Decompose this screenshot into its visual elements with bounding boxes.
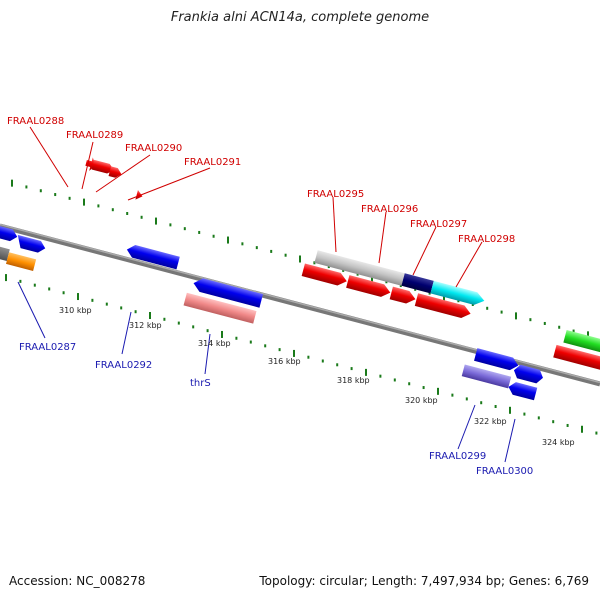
tick-label-310: 310 kbp <box>59 306 92 315</box>
tick-label-316: 316 kbp <box>268 357 301 366</box>
gene-fraal0300-arrow[interactable] <box>507 381 538 401</box>
gene-right-red-arrow[interactable] <box>553 344 600 373</box>
gene-fraal0289-arrow[interactable] <box>91 159 116 175</box>
label-fraal0299: FRAAL0299 <box>429 451 486 462</box>
tick-label-320: 320 kbp <box>405 396 438 405</box>
gene-fraal0298-arrow-2[interactable] <box>346 275 392 299</box>
outer-tick-marks <box>11 179 589 339</box>
tick-label-322: 322 kbp <box>474 417 507 426</box>
label-fraal0295: FRAAL0295 <box>307 189 364 200</box>
label-thrs: thrS <box>190 378 211 389</box>
label-fraal0300: FRAAL0300 <box>476 466 533 477</box>
gene-fraal0296-bar[interactable] <box>401 273 434 294</box>
gene-right-green-arrow[interactable] <box>563 329 600 357</box>
reverse-label-leaders <box>17 281 516 463</box>
gene-left-blue-arrow-2[interactable] <box>15 234 47 254</box>
label-fraal0296: FRAAL0296 <box>361 204 418 215</box>
topology-text: Topology: circular; Length: 7,497,934 bp… <box>259 574 589 588</box>
label-fraal0297: FRAAL0297 <box>410 219 467 230</box>
gene-fraal0298-arrow-1[interactable] <box>301 263 349 287</box>
gene-fraal0299-arrow-2[interactable] <box>512 363 545 384</box>
label-fraal0288: FRAAL0288 <box>7 116 64 127</box>
tick-label-318: 318 kbp <box>337 376 370 385</box>
gene-fraal0298-arrow-3[interactable] <box>389 286 417 306</box>
label-fraal0291: FRAAL0291 <box>184 157 241 168</box>
gene-thrs-arrow[interactable] <box>192 276 264 308</box>
label-fraal0292: FRAAL0292 <box>95 360 152 371</box>
map-title: Frankia alni ACN14a, complete genome <box>170 10 430 25</box>
tick-label-314: 314 kbp <box>198 339 231 348</box>
gene-fraal0292-arrow[interactable] <box>125 243 180 270</box>
gene-left-blue-arrow-1[interactable] <box>0 224 19 243</box>
gene-fraal0290-arrow[interactable] <box>108 166 123 179</box>
label-fraal0289: FRAAL0289 <box>66 130 123 141</box>
gene-thrs-pink-bar[interactable] <box>183 292 257 324</box>
forward-label-leaders <box>29 126 483 288</box>
gene-fraal0298-arrow-4[interactable] <box>414 293 472 320</box>
label-fraal0298: FRAAL0298 <box>458 234 515 245</box>
tick-label-312: 312 kbp <box>129 321 162 330</box>
label-fraal0290: FRAAL0290 <box>125 143 182 154</box>
gene-fraal0299-purple-bar[interactable] <box>461 364 512 389</box>
label-fraal0287: FRAAL0287 <box>19 342 76 353</box>
inner-tick-marks <box>5 274 598 435</box>
accession-text: Accession: NC_008278 <box>9 574 146 588</box>
gene-fraal0299-arrow-1[interactable] <box>474 348 520 372</box>
gene-left-gray-bar[interactable] <box>0 243 10 261</box>
tick-label-324: 324 kbp <box>542 438 575 447</box>
gene-fraal0295-bar[interactable] <box>314 250 405 286</box>
gene-fraal0287-bar[interactable] <box>6 252 37 272</box>
gene-fraal0297-arrow[interactable] <box>430 280 486 307</box>
gene-fraal0291-arrow[interactable] <box>135 189 143 201</box>
